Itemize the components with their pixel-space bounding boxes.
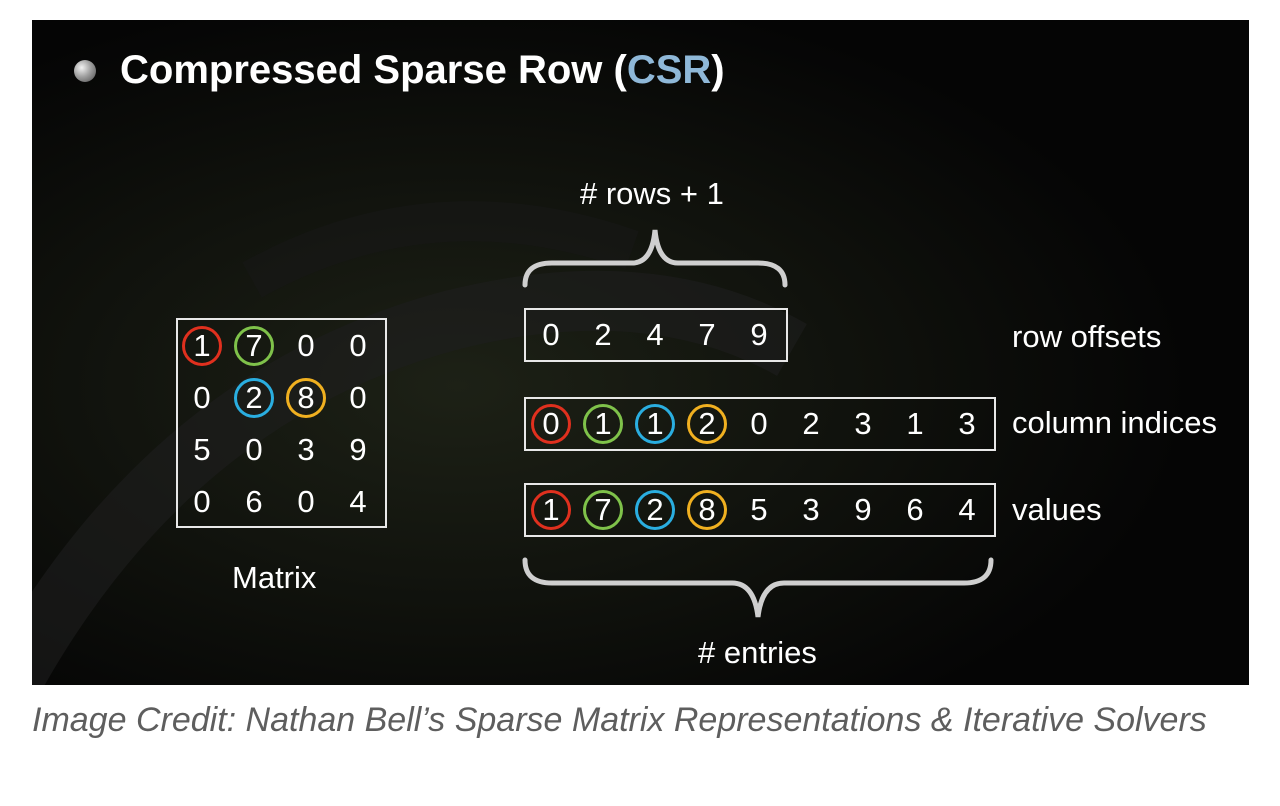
matrix-cell: 8 xyxy=(286,378,326,418)
matrix-cell: 2 xyxy=(234,378,274,418)
value-cell: 7 xyxy=(583,490,623,530)
row-offset-cell: 9 xyxy=(750,317,768,352)
column-indices-label: column indices xyxy=(1012,405,1218,440)
entries-brace xyxy=(522,557,994,618)
matrix-cell: 9 xyxy=(349,432,367,467)
value-cell: 8 xyxy=(687,490,727,530)
title-acronym: CSR xyxy=(626,48,712,92)
column-index-cell: 0 xyxy=(750,406,768,441)
matrix-cell: 6 xyxy=(245,484,263,519)
matrix-cell: 0 xyxy=(297,484,315,519)
value-cell: 6 xyxy=(906,492,924,527)
column-index-cell: 0 xyxy=(531,404,571,444)
matrix-cell: 0 xyxy=(245,432,263,467)
column-index-cell: 2 xyxy=(802,406,820,441)
row-offsets-box xyxy=(524,308,788,362)
value-cell: 1 xyxy=(531,490,571,530)
column-index-cell: 1 xyxy=(583,404,623,444)
bullet-icon xyxy=(74,60,96,82)
column-index-cell: 3 xyxy=(958,406,976,441)
image-caption: Image Credit: Nathan Bell’s Sparse Matri… xyxy=(32,701,1207,739)
matrix-cell: 0 xyxy=(349,328,367,363)
title-main: Compressed Sparse Row ( xyxy=(120,48,627,92)
title-close: ) xyxy=(711,48,725,92)
column-index-cell: 1 xyxy=(906,406,924,441)
matrix-cell: 0 xyxy=(193,484,211,519)
value-cell: 2 xyxy=(635,490,675,530)
values-label: values xyxy=(1012,492,1102,527)
column-index-cell: 3 xyxy=(854,406,872,441)
row-offset-cell: 2 xyxy=(594,317,612,352)
column-index-cell: 2 xyxy=(687,404,727,444)
rows-brace-label: # rows + 1 xyxy=(580,176,724,211)
matrix-label: Matrix xyxy=(232,560,317,595)
column-index-cell: 1 xyxy=(635,404,675,444)
matrix-cell: 3 xyxy=(297,432,315,467)
value-cell: 9 xyxy=(854,492,872,527)
entries-brace-label: # entries xyxy=(698,635,817,670)
value-cell: 5 xyxy=(750,492,768,527)
value-cell: 4 xyxy=(958,492,976,527)
rows-brace xyxy=(522,229,788,288)
slide-title: Compressed Sparse Row (CSR) xyxy=(120,48,725,93)
matrix-box xyxy=(176,318,387,528)
matrix-cell: 0 xyxy=(349,380,367,415)
value-cell: 3 xyxy=(802,492,820,527)
matrix-cell: 4 xyxy=(349,484,367,519)
matrix-cell: 0 xyxy=(297,328,315,363)
row-offset-cell: 4 xyxy=(646,317,664,352)
values-box xyxy=(524,483,996,537)
column-indices-box xyxy=(524,397,996,451)
row-offset-cell: 7 xyxy=(698,317,716,352)
matrix-cell: 7 xyxy=(234,326,274,366)
matrix-cell: 1 xyxy=(182,326,222,366)
row-offset-cell: 0 xyxy=(542,317,560,352)
matrix-cell: 0 xyxy=(193,380,211,415)
row-offsets-label: row offsets xyxy=(1012,319,1162,354)
matrix-cell: 5 xyxy=(193,432,211,467)
